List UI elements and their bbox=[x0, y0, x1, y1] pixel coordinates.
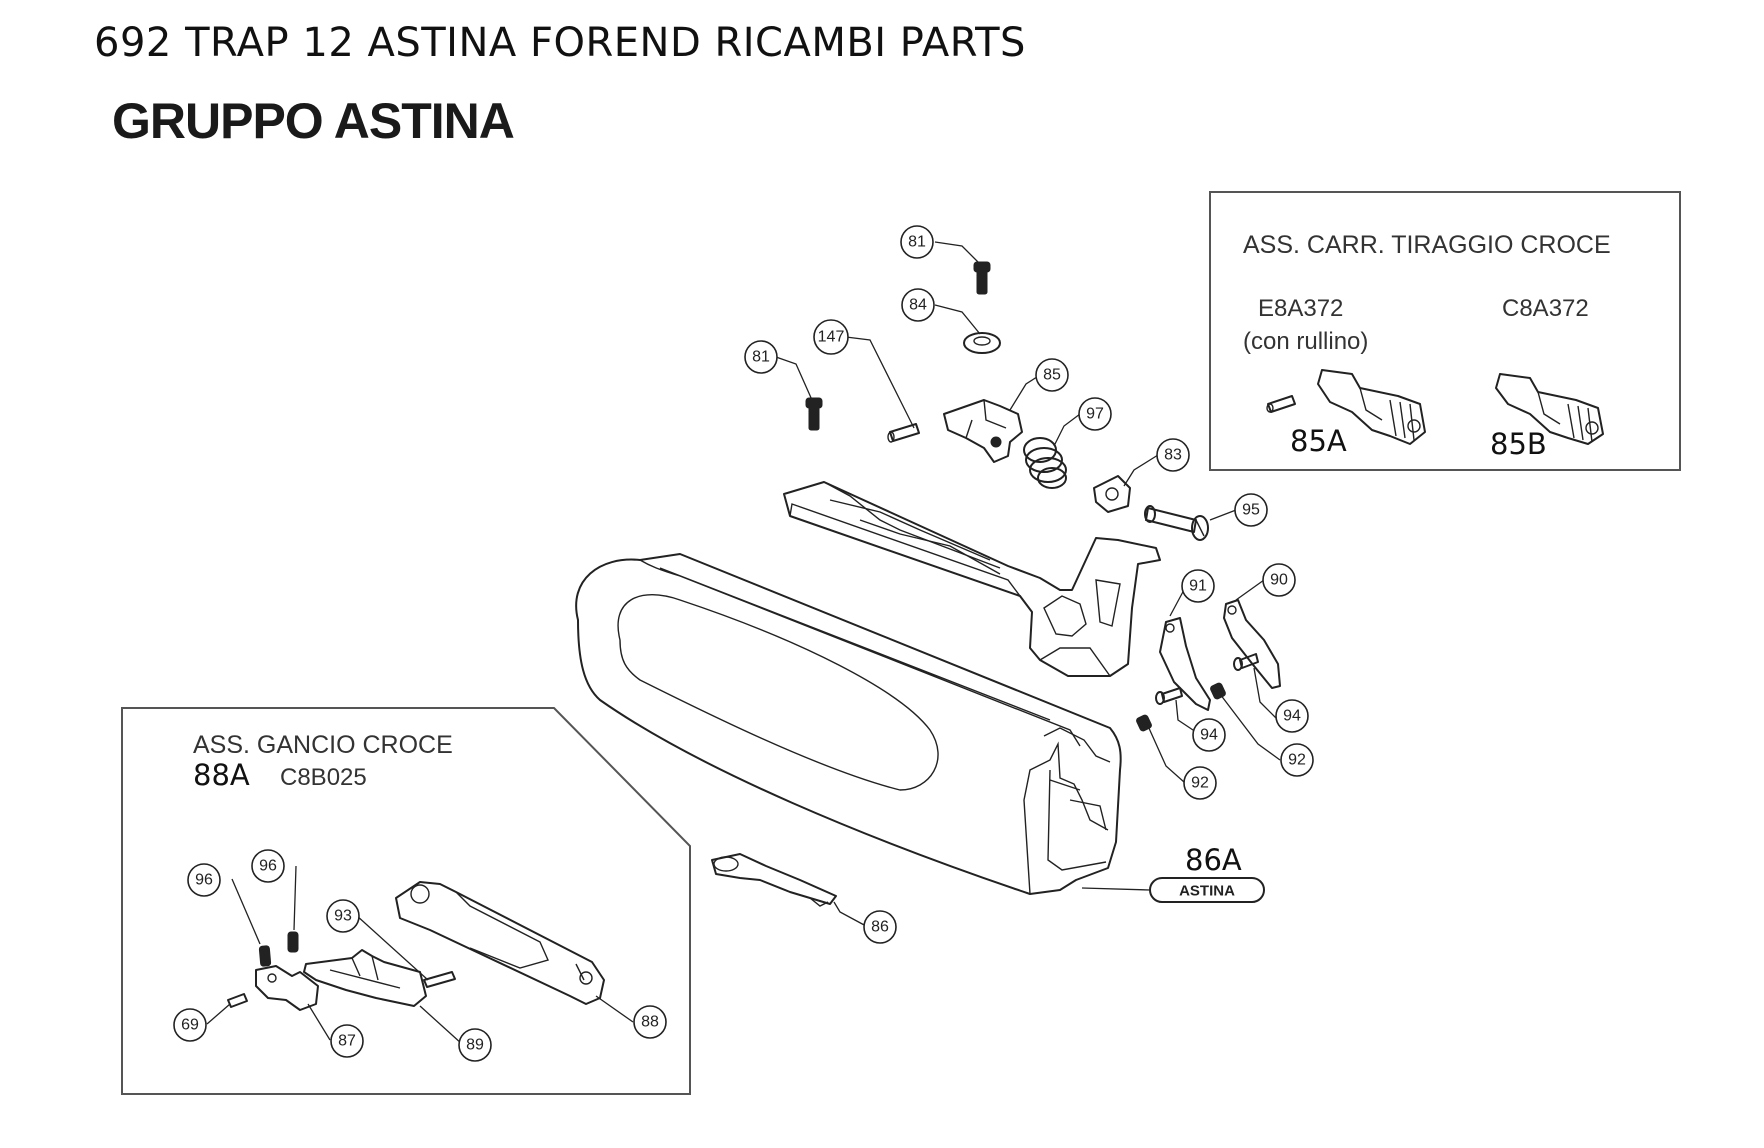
page-title: 692 TRAP 12 ASTINA FOREND RICAMBI PARTS bbox=[94, 20, 1026, 66]
hook-assembly-inset: ASS. GANCIO CROCE 88A C8B025 bbox=[121, 707, 691, 1095]
forend-tag: 86A ASTINA bbox=[1081, 843, 1265, 903]
hook-inset-title: ASS. GANCIO CROCE bbox=[193, 731, 453, 759]
carriage-assembly-inset: ASS. CARR. TIRAGGIO CROCE E8A372 (con ru… bbox=[1209, 191, 1681, 471]
callout-88: 88 bbox=[633, 1005, 667, 1039]
callout-92b-text: 92 bbox=[1288, 752, 1306, 769]
carriage-inset-title: ASS. CARR. TIRAGGIO CROCE bbox=[1243, 231, 1611, 259]
callout-95-text: 95 bbox=[1242, 502, 1260, 519]
label-85b: 85B bbox=[1490, 427, 1547, 461]
spring-92a-part bbox=[1136, 714, 1152, 732]
carriage-inset-frame bbox=[1209, 191, 1681, 471]
callout-96b-text: 96 bbox=[259, 858, 277, 875]
carriage-85b-part bbox=[1495, 373, 1604, 445]
callout-85: 85 bbox=[1035, 358, 1069, 392]
forend-iron-part bbox=[783, 481, 1161, 677]
lever-91-part bbox=[1159, 617, 1211, 711]
roller-pin-part bbox=[1266, 395, 1296, 413]
carriage-code-b: C8A372 bbox=[1502, 295, 1589, 322]
carriage-code-a: E8A372 bbox=[1258, 295, 1343, 322]
pin-93-part bbox=[423, 971, 456, 988]
spring-97-part bbox=[1023, 437, 1067, 489]
callout-81a-text: 81 bbox=[908, 234, 926, 251]
callout-91-text: 91 bbox=[1189, 578, 1207, 595]
pin-147-part bbox=[887, 423, 920, 443]
callout-92a-text: 92 bbox=[1191, 775, 1209, 792]
pin-94b-part bbox=[1233, 653, 1259, 671]
callout-94b: 94 bbox=[1275, 699, 1309, 733]
spring-92b-part bbox=[1210, 682, 1226, 700]
grub-screw-96b-part bbox=[287, 931, 299, 953]
callout-91: 91 bbox=[1181, 569, 1215, 603]
pin-94a-part bbox=[1155, 687, 1183, 705]
callout-97: 97 bbox=[1078, 397, 1112, 431]
plate-89-part bbox=[303, 949, 427, 1007]
callout-92a: 92 bbox=[1183, 766, 1217, 800]
callout-83: 83 bbox=[1156, 438, 1190, 472]
callout-93: 93 bbox=[326, 899, 360, 933]
callout-95: 95 bbox=[1234, 493, 1268, 527]
forend-wood-part bbox=[575, 553, 1122, 895]
callout-94a-text: 94 bbox=[1200, 727, 1218, 744]
callout-97-text: 97 bbox=[1086, 406, 1104, 423]
callout-88-text: 88 bbox=[641, 1014, 659, 1031]
callout-96a: 96 bbox=[187, 863, 221, 897]
block-83-part bbox=[1093, 475, 1131, 513]
hook-code: C8B025 bbox=[280, 764, 367, 791]
forend-tag-text: ASTINA bbox=[1179, 883, 1235, 900]
callout-90-text: 90 bbox=[1270, 572, 1288, 589]
pin-69-part bbox=[227, 993, 248, 1008]
callout-85-text: 85 bbox=[1043, 367, 1061, 384]
callout-92b: 92 bbox=[1280, 743, 1314, 777]
washer-84-part bbox=[963, 332, 1001, 354]
callout-147: 147 bbox=[813, 319, 849, 355]
label-88a: 88A bbox=[193, 758, 250, 792]
callout-81a: 81 bbox=[900, 225, 934, 259]
carriage-85-part bbox=[943, 399, 1023, 463]
callout-81b-text: 81 bbox=[752, 349, 770, 366]
carriage-note-a: (con rullino) bbox=[1243, 328, 1368, 355]
callout-93-text: 93 bbox=[334, 908, 352, 925]
callout-96a-text: 96 bbox=[195, 872, 213, 889]
grub-screw-96a-part bbox=[258, 945, 272, 967]
callout-147-text: 147 bbox=[818, 329, 845, 346]
lever-90-part bbox=[1223, 599, 1281, 689]
callout-81b: 81 bbox=[744, 340, 778, 374]
callout-87: 87 bbox=[330, 1024, 364, 1058]
pin-95-part bbox=[1144, 505, 1209, 541]
label-85a: 85A bbox=[1290, 424, 1347, 458]
callout-89: 89 bbox=[458, 1028, 492, 1062]
callout-86: 86 bbox=[863, 910, 897, 944]
callout-83-text: 83 bbox=[1164, 447, 1182, 464]
callout-94b-text: 94 bbox=[1283, 708, 1301, 725]
callout-96b: 96 bbox=[251, 849, 285, 883]
latch-86-part bbox=[711, 853, 837, 907]
screw-81a-part bbox=[973, 261, 991, 295]
callout-89-text: 89 bbox=[466, 1037, 484, 1054]
callout-84-text: 84 bbox=[909, 297, 927, 314]
callout-94a: 94 bbox=[1192, 718, 1226, 752]
cross-bar-88-part bbox=[395, 881, 605, 1005]
hook-87-part bbox=[255, 965, 319, 1011]
label-86a: 86A bbox=[1185, 843, 1242, 877]
callout-90: 90 bbox=[1262, 563, 1296, 597]
screw-81b-part bbox=[805, 397, 823, 431]
group-title: GRUPPO ASTINA bbox=[112, 93, 515, 149]
carriage-85a-part bbox=[1317, 369, 1426, 445]
callout-87-text: 87 bbox=[338, 1033, 356, 1050]
callout-86-text: 86 bbox=[871, 919, 889, 936]
callout-84: 84 bbox=[901, 288, 935, 322]
hook-inset-frame bbox=[121, 707, 691, 1095]
callout-69: 69 bbox=[173, 1008, 207, 1042]
callout-69-text: 69 bbox=[181, 1017, 199, 1034]
